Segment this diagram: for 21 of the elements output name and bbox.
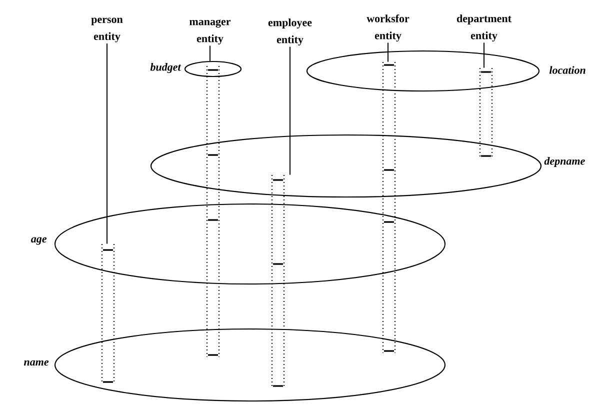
entity-label: person entity xyxy=(91,18,123,42)
dotted-column xyxy=(479,68,493,158)
attribute-label: location xyxy=(549,66,586,74)
attribute-ellipse xyxy=(54,328,446,402)
attribute-ellipse xyxy=(184,60,242,78)
leader-line xyxy=(106,43,108,244)
dotted-column xyxy=(206,66,220,357)
attribute-ellipse xyxy=(54,203,446,285)
entity-label: worksfor entity xyxy=(366,14,410,42)
entity-label: employee entity xyxy=(268,18,312,46)
entity-label: manager entity xyxy=(190,20,231,44)
dotted-column xyxy=(271,175,285,388)
attribute-ellipse xyxy=(306,50,540,92)
attribute-label: age xyxy=(31,237,47,245)
attribute-ellipse xyxy=(150,134,542,198)
attribute-label: depname xyxy=(544,157,585,167)
attribute-label: name xyxy=(24,360,49,366)
entity-label: department entity xyxy=(456,14,512,42)
dotted-column xyxy=(382,62,396,353)
attribute-label: budget xyxy=(150,63,182,73)
dotted-column xyxy=(101,244,115,384)
